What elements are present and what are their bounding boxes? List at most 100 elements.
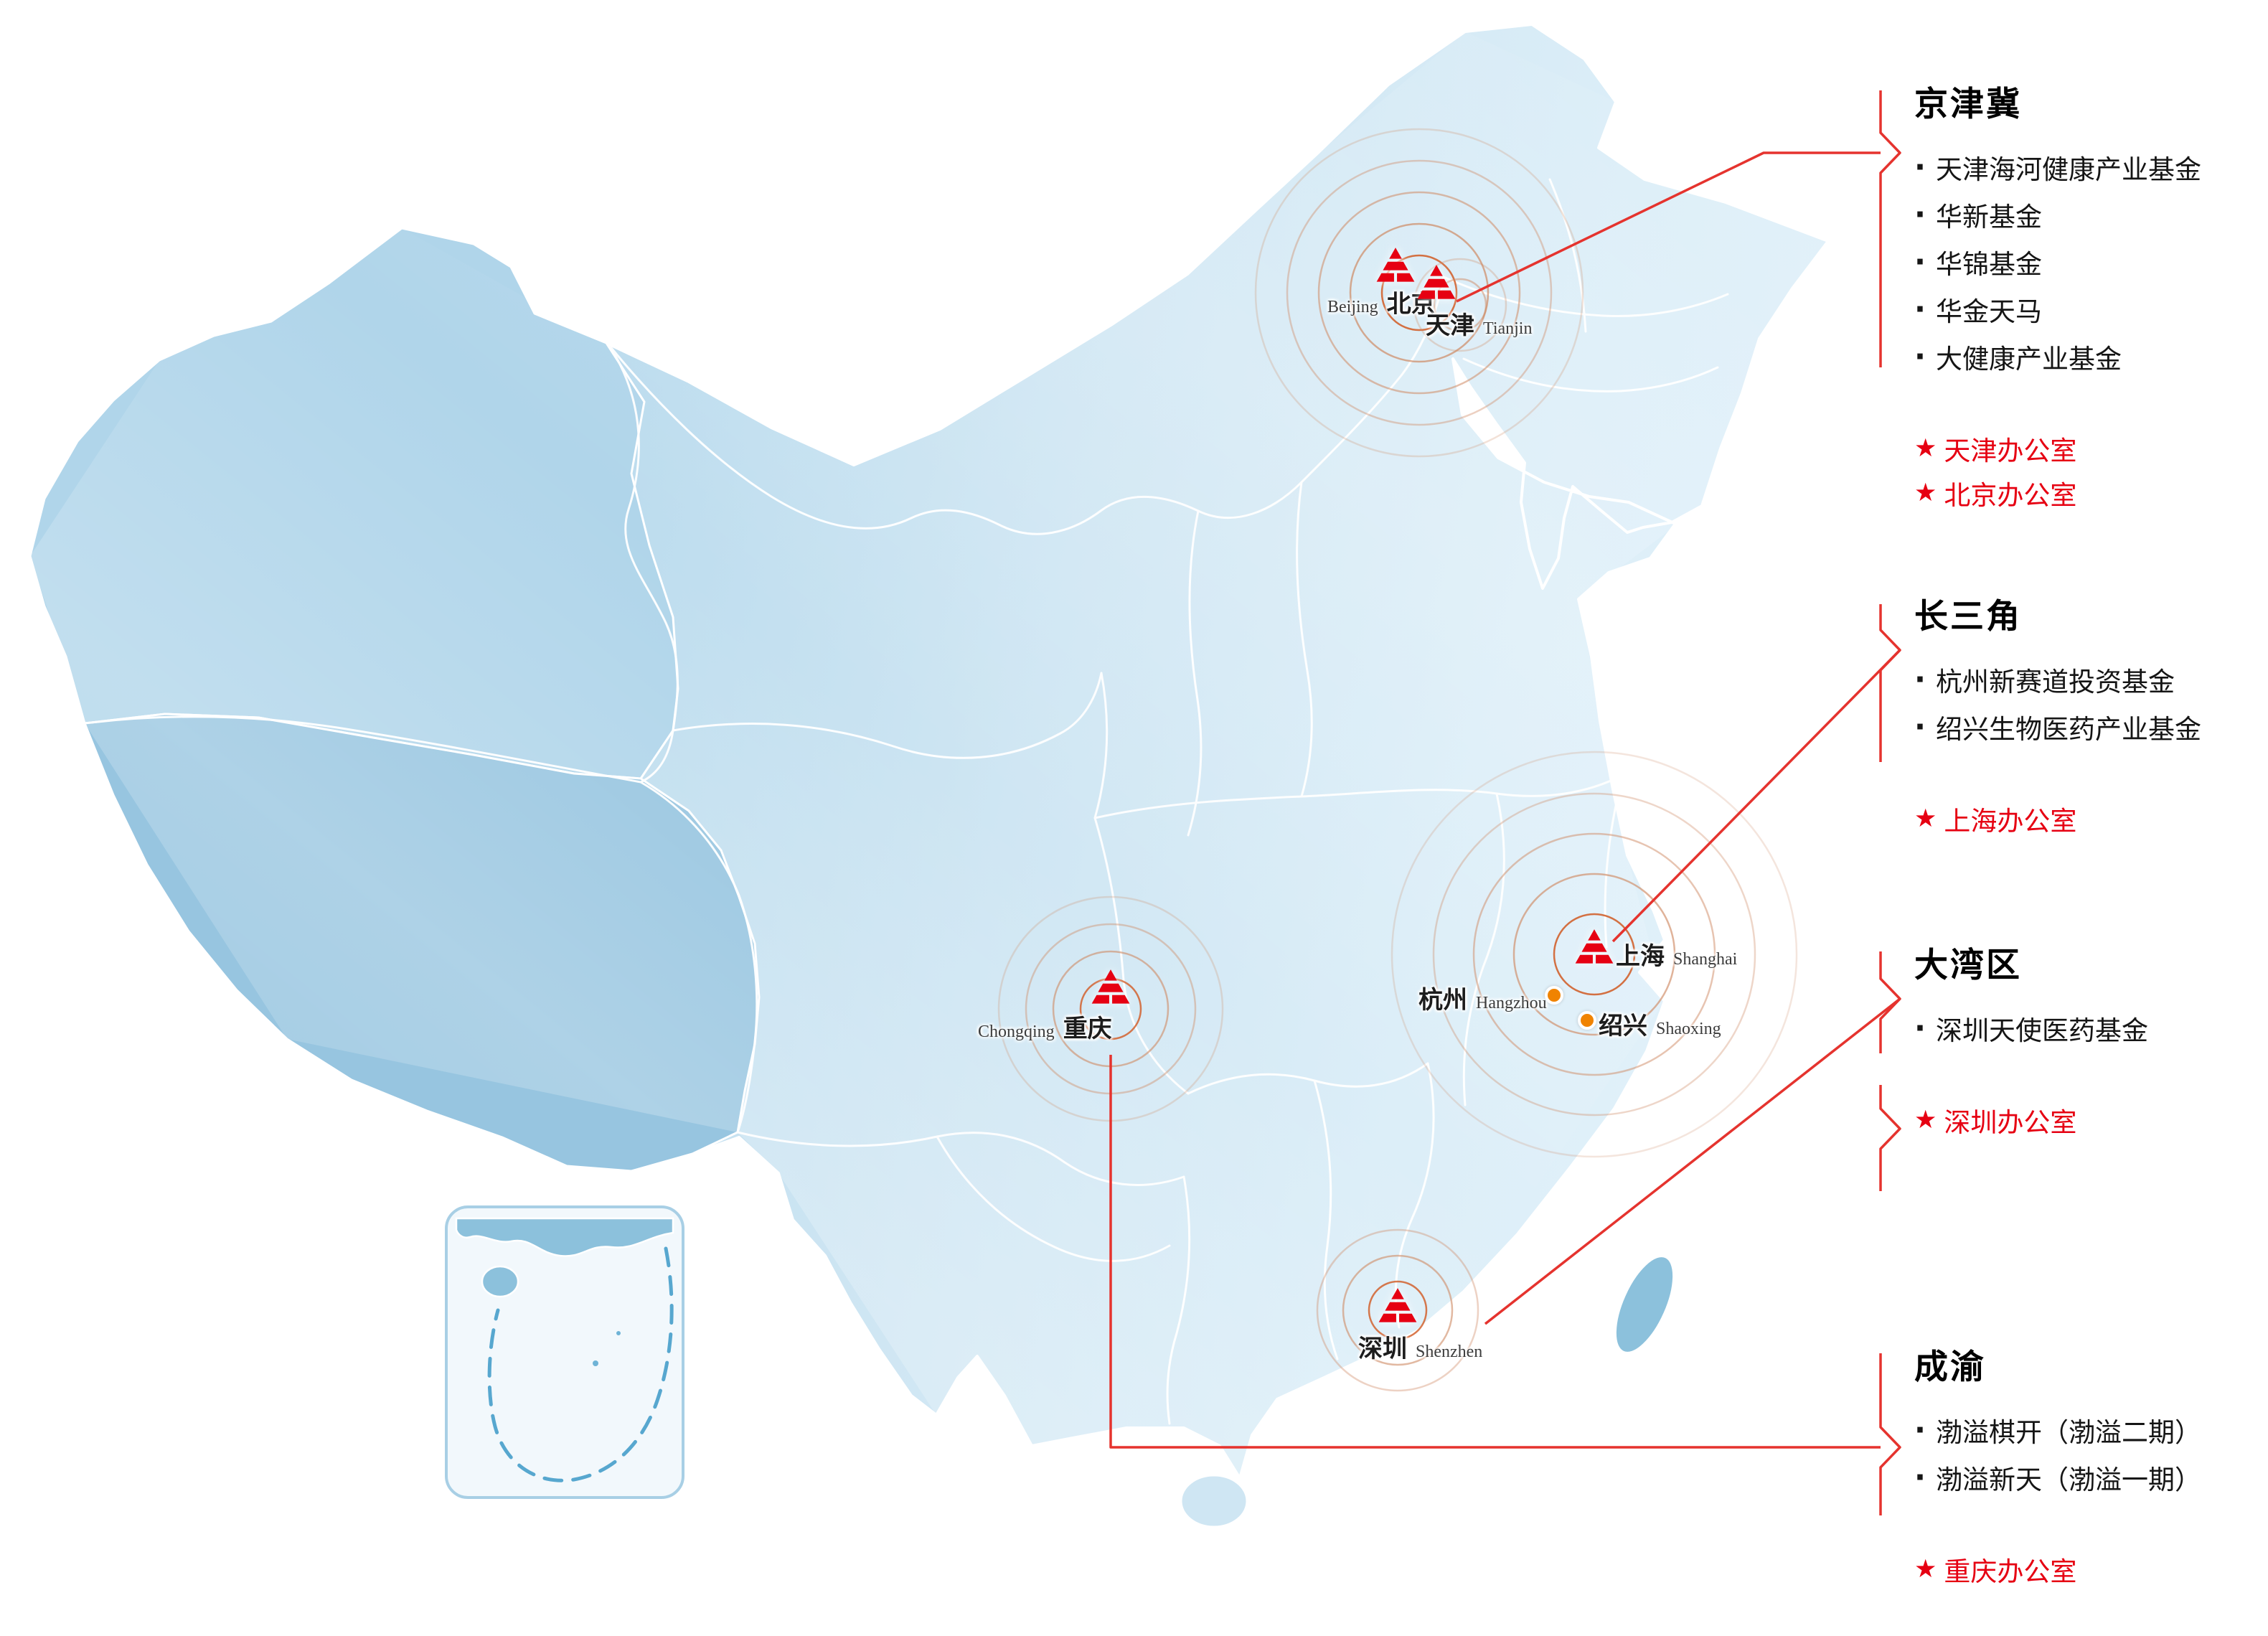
bracket-dawanqu (1879, 951, 1901, 1053)
fund-item: ·华新基金 (1914, 191, 2268, 238)
star-icon: ★ (1914, 433, 1937, 463)
fund-name: 华金天马 (1935, 296, 2042, 327)
south-china-sea-inset (445, 1205, 684, 1499)
company-logo-icon (1417, 265, 1456, 299)
office-item: ★天津办公室 (1914, 426, 2268, 471)
fund-item: · 华锦基金 (1914, 238, 2268, 286)
fund-list: ·天津海河健康产业基金 ·华新基金 ·华锦基金 ·华金天马 ·大健康产业基金 (1914, 144, 2268, 380)
city-name-zh: 天津 (1426, 311, 1474, 340)
bullet-icon: · (1914, 662, 1926, 697)
ripples-shenzhen (1316, 1228, 1479, 1392)
office-item: ★上海办公室 (1914, 796, 2268, 841)
fund-name: 杭州新赛道投资基金 (1935, 667, 2175, 697)
city-name-zh: 重庆 (1063, 1015, 1112, 1043)
city-name-zh: 上海 (1616, 942, 1665, 971)
city-label-shaoxing: 绍兴 Shaoxing (1599, 1006, 1721, 1041)
city-name-en: Hangzhou (1476, 994, 1547, 1012)
section-title: 大湾区 (1914, 946, 2022, 985)
city-name-zh: 绍兴 (1599, 1012, 1647, 1040)
connector-lines (1109, 90, 1901, 1515)
bracket-changsanjiao (1879, 604, 1901, 762)
connector-changsanjiao (1611, 649, 1901, 943)
nine-dash-line (487, 1246, 674, 1482)
company-logo-icon (1376, 248, 1415, 282)
office-name: 天津办公室 (1944, 436, 2077, 466)
province-borders (83, 178, 1729, 1425)
fund-name: 大健康产业基金 (1935, 344, 2122, 375)
fund-item: · 深圳天使医药基金 (1914, 1005, 2268, 1052)
fund-name: 深圳天使医药基金 (1935, 1015, 2148, 1046)
fund-list: · 渤溢棋开（渤溢二期） · 渤溢新天（渤溢一期） (1914, 1406, 2268, 1501)
section-title: 京津冀 (1914, 85, 2022, 124)
inset-islet (616, 1331, 621, 1335)
office-name: 重庆办公室 (1944, 1556, 2077, 1587)
fund-item: ·华金天马 (1914, 286, 2268, 333)
company-logo-icon (1575, 929, 1614, 964)
shaoxing-dot-marker (1578, 1011, 1596, 1030)
fund-name: 绍兴生物医药产业基金 (1935, 714, 2201, 745)
city-label-chongqing: Chongqing 重庆 (978, 1009, 1112, 1044)
city-name-en: Shaoxing (1656, 1020, 1721, 1038)
fund-name: 华锦基金 (1935, 249, 2042, 280)
fund-name: 天津海河健康产业基金 (1935, 154, 2201, 185)
office-item: ★深圳办公室 (1914, 1098, 2268, 1142)
inset-land (455, 1217, 674, 1257)
section-changsanjiao: 长三角 · 杭州新赛道投资基金 ·绍兴生物医药产业基金 ★上海办公室 (1914, 597, 2268, 841)
fund-item: · 杭州新赛道投资基金 (1914, 656, 2268, 703)
bullet-icon: · (1914, 197, 1926, 232)
city-name-en: Shenzhen (1416, 1343, 1483, 1361)
hainan-island (1180, 1474, 1248, 1528)
bracket-jingjinji (1879, 90, 1901, 367)
office-list: ★上海办公室 (1914, 796, 2268, 841)
section-title: 长三角 (1914, 597, 2022, 636)
city-name-en: Beijing (1327, 298, 1378, 316)
bullet-icon: · (1914, 149, 1926, 184)
city-name-zh: 深圳 (1358, 1335, 1407, 1363)
city-name-en: Chongqing (978, 1022, 1055, 1041)
fund-name: 渤溢新天（渤溢一期） (1935, 1465, 2201, 1495)
ripples-jingjinji (1254, 128, 1584, 458)
ripples-shanghai (1391, 751, 1798, 1158)
inset-hainan-island (481, 1265, 519, 1298)
taiwan-island (1614, 1256, 1675, 1353)
star-icon: ★ (1914, 478, 1937, 507)
inset-islet (593, 1360, 598, 1366)
section-jingjinji: 京津冀 ·天津海河健康产业基金 ·华新基金 ·华锦基金 ·华金天马 ·大健康产业… (1914, 85, 2268, 515)
fund-list: · 深圳天使医药基金 (1914, 1005, 2268, 1052)
office-name: 北京办公室 (1944, 480, 2077, 511)
fund-name: 渤溢棋开（渤溢二期） (1935, 1417, 2201, 1448)
fund-item: · 大健康产业基金 (1914, 333, 2268, 380)
fund-item: · 渤溢新天（渤溢一期） (1914, 1454, 2268, 1501)
section-chengyu: 成渝 · 渤溢棋开（渤溢二期） · 渤溢新天（渤溢一期） ★重庆办公室 (1914, 1348, 2268, 1592)
section-title: 成渝 (1914, 1348, 1986, 1387)
city-label-shanghai: 上海 Shanghai (1616, 936, 1737, 972)
city-name-en: Tianjin (1483, 319, 1533, 338)
star-icon: ★ (1914, 804, 1937, 833)
city-label-shenzhen: 深圳 Shenzhen (1358, 1329, 1482, 1364)
bullet-icon: · (1914, 244, 1926, 279)
fund-list: · 杭州新赛道投资基金 ·绍兴生物医药产业基金 (1914, 656, 2268, 751)
hangzhou-dot-marker (1545, 986, 1563, 1005)
city-label-hangzhou: 杭州 Hangzhou (1418, 980, 1547, 1015)
star-icon: ★ (1914, 1105, 1937, 1134)
bullet-icon: · (1914, 339, 1926, 374)
company-logo-icon (1091, 969, 1130, 1004)
office-item: ★北京办公室 (1914, 471, 2268, 515)
city-name-en: Shanghai (1673, 950, 1738, 969)
city-name-zh: 杭州 (1418, 986, 1467, 1015)
star-icon: ★ (1914, 1554, 1937, 1584)
connector-dawanqu (1484, 997, 1901, 1325)
fund-item: ·绍兴生物医药产业基金 (1914, 703, 2268, 751)
office-list: ★重庆办公室 (1914, 1547, 2268, 1592)
bullet-icon: · (1914, 1412, 1926, 1447)
connector-chengyu (1109, 1055, 1881, 1449)
bracket-shenzhen-office (1879, 1085, 1901, 1191)
bracket-chengyu (1879, 1353, 1901, 1515)
bullet-icon: · (1914, 1459, 1926, 1495)
connector-jingjinji (1456, 151, 1881, 303)
office-list: ★天津办公室 ★北京办公室 (1914, 426, 2268, 515)
bullet-icon: · (1914, 1010, 1926, 1045)
office-name: 上海办公室 (1944, 806, 2077, 837)
section-dawanqu: 大湾区 · 深圳天使医药基金 ★深圳办公室 (1914, 946, 2268, 1142)
